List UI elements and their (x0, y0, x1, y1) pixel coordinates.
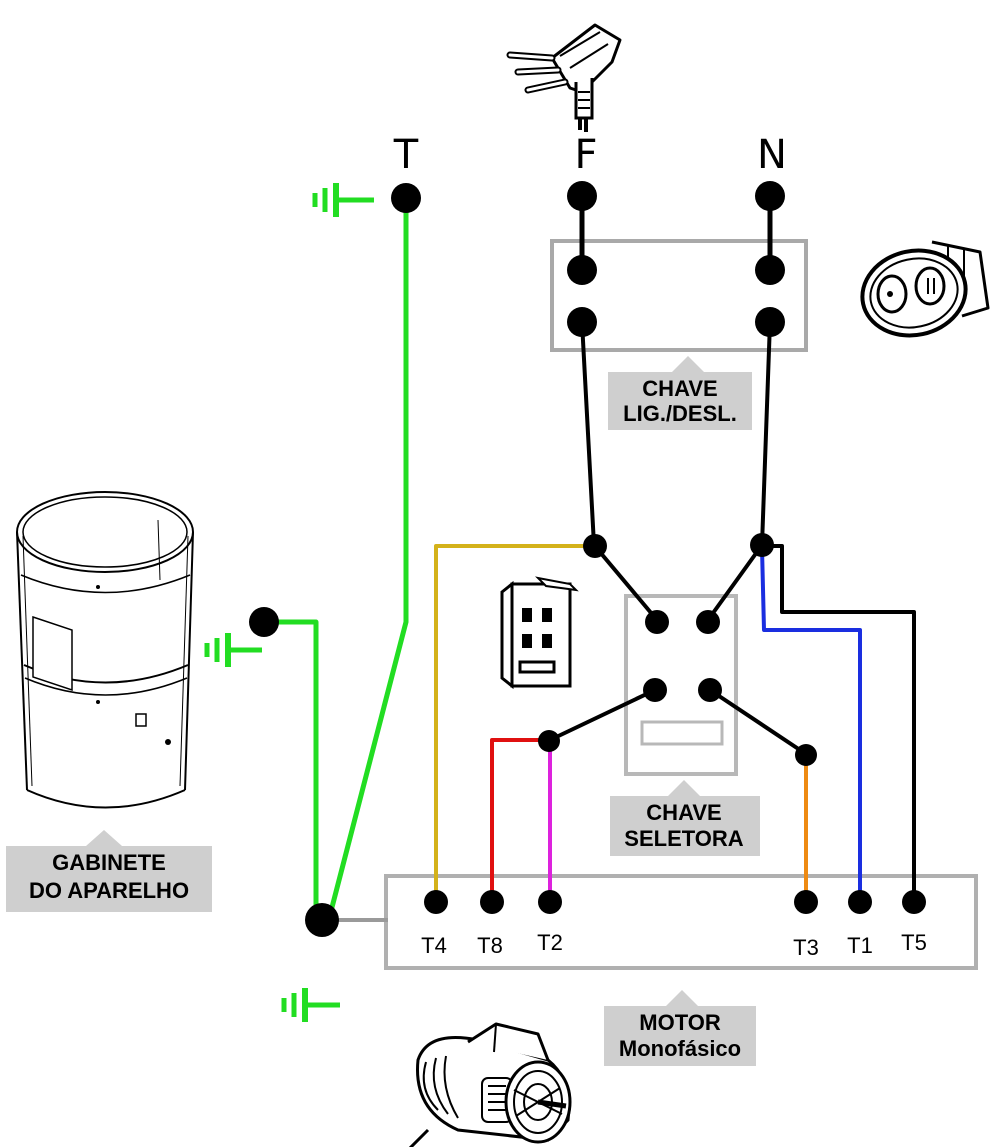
ground-wire-cabinet (261, 619, 319, 918)
selector-switch-icon (500, 576, 579, 690)
onoff-switch-callout: CHAVE LIG./DESL. (608, 356, 752, 430)
selector-switch-callout: CHAVE SELETORA (610, 780, 760, 856)
motor-label-t3: T3 (793, 935, 819, 960)
cabinet-drum-icon (16, 491, 194, 809)
motor-terminal-box (384, 874, 978, 970)
motor-dot-t8 (480, 890, 504, 914)
junction-dot-neutral (750, 533, 774, 557)
switch-dot-bottom-left (567, 307, 597, 337)
ground-wire-plug (327, 197, 409, 918)
wire-selector-lower-right (708, 688, 808, 756)
cabinet-subtitle: DO APARELHO (29, 878, 189, 903)
motor-title: MOTOR (639, 1010, 721, 1035)
wire-t4 (434, 544, 594, 902)
wire-selector-lower-left (548, 688, 657, 742)
ground-icon-plug (312, 183, 374, 217)
motor-dot-t2 (538, 890, 562, 914)
rocker-switch-icon (860, 240, 990, 338)
plug-label-t: T (393, 132, 419, 178)
power-plug-icon (506, 23, 622, 132)
motor-callout: MOTOR Monofásico (604, 990, 756, 1066)
plug-label-f: F (574, 132, 597, 178)
switch-dot-bottom-right (755, 307, 785, 337)
ground-icon-motor (281, 988, 340, 1022)
motor-dot-t3 (794, 890, 818, 914)
selector-dot-3 (643, 678, 667, 702)
terminal-dot-n (755, 181, 785, 211)
plug-label-n: N (757, 132, 787, 178)
motor-ground-dot (305, 903, 339, 937)
ground-icon-cabinet (204, 633, 262, 667)
terminal-dot-f (567, 181, 597, 211)
selector-switch-title: CHAVE (646, 800, 721, 825)
selector-dot-1 (645, 610, 669, 634)
cabinet-callout: GABINETE DO APARELHO (6, 830, 212, 912)
terminal-dot-t (391, 183, 421, 213)
motor-label-t2: T2 (537, 930, 563, 955)
cabinet-ground-dot (249, 607, 279, 637)
junction-dot-phase (583, 534, 607, 558)
wire-t1 (760, 546, 862, 902)
phase-wire-switch-out (580, 320, 659, 622)
switch-dot-top-right (755, 255, 785, 285)
motor-subtitle: Monofásico (619, 1036, 741, 1061)
selector-dot-4 (698, 678, 722, 702)
selector-switch-subtitle: SELETORA (624, 826, 744, 851)
motor-icon (408, 1022, 572, 1147)
onoff-switch-box (550, 239, 808, 352)
junction-dot-t3 (795, 744, 817, 766)
selector-switch-slot (640, 720, 724, 746)
wire-t5 (764, 544, 916, 902)
onoff-switch-title: CHAVE (642, 376, 717, 401)
onoff-switch-subtitle: LIG./DESL. (623, 401, 737, 426)
motor-dot-t5 (902, 890, 926, 914)
motor-label-t8: T8 (477, 933, 503, 958)
junction-dot-t8-t2 (538, 730, 560, 752)
selector-switch-box (624, 594, 738, 776)
wire-t8 (490, 738, 550, 902)
motor-label-t5: T5 (901, 930, 927, 955)
cabinet-title: GABINETE (52, 850, 166, 875)
motor-dot-t4 (424, 890, 448, 914)
switch-dot-top-left (567, 255, 597, 285)
selector-dot-2 (696, 610, 720, 634)
motor-label-t1: T1 (847, 933, 873, 958)
motor-dot-t1 (848, 890, 872, 914)
motor-label-t4: T4 (421, 933, 447, 958)
